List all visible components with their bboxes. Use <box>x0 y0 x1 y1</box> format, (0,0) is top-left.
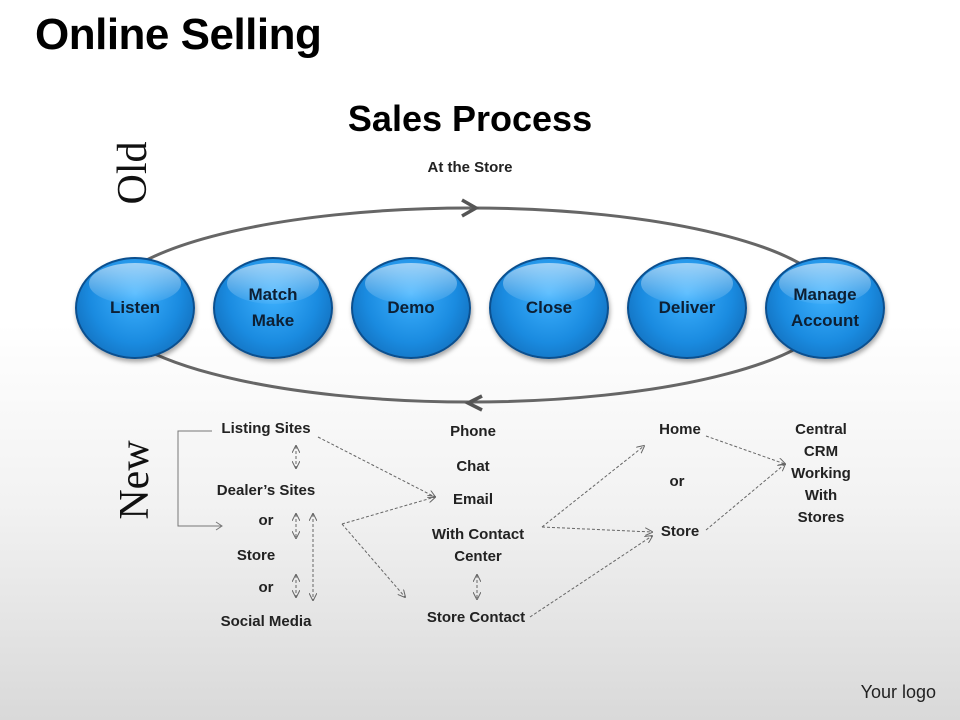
with-contact-label: With Contact <box>431 526 525 543</box>
logo-placeholder: Your logo <box>860 682 936 702</box>
home-label: Home <box>659 421 701 438</box>
crm-line: Working <box>791 465 851 482</box>
step-demo: Demo <box>351 257 471 359</box>
connector-arrow <box>341 523 405 597</box>
or-label: or <box>258 579 274 596</box>
connector-arrow <box>541 526 652 532</box>
step-label: Deliver <box>658 298 716 317</box>
step-label: Close <box>525 298 573 317</box>
chat-label: Chat <box>456 458 490 475</box>
cycle-arrow-top <box>461 198 480 218</box>
center-label: Center <box>454 548 502 565</box>
social-media-label: Social Media <box>220 613 312 630</box>
connector-arrow <box>529 536 652 618</box>
email-label: Email <box>452 491 494 508</box>
step-manage-account: Manage Account <box>765 257 885 359</box>
step-deliver: Deliver <box>627 257 747 359</box>
step-listen: Listen <box>75 257 195 359</box>
or-label: or <box>669 473 685 490</box>
connector-arrow <box>317 436 435 497</box>
store-contact-label: Store Contact <box>426 609 526 626</box>
crm-line: CRM <box>803 443 839 460</box>
connector-arrow <box>341 497 435 525</box>
phone-label: Phone <box>450 423 496 440</box>
crm-line: With <box>804 487 838 504</box>
bracket-arrow <box>215 521 223 531</box>
step-label: Manage Account <box>791 285 859 330</box>
listing-sites-label: Listing Sites <box>221 420 311 437</box>
step-label: Demo <box>387 298 435 317</box>
crm-label: Central CRM Working With Stores <box>771 419 871 529</box>
or-label: or <box>258 512 274 529</box>
connector-arrow <box>705 435 785 464</box>
step-label: Listen <box>109 298 161 317</box>
dealers-sites-label: Dealer’s Sites <box>216 482 316 499</box>
slide-title: Online Selling <box>35 10 322 59</box>
store-label: Store <box>236 547 276 564</box>
crm-line: Central <box>795 421 847 438</box>
left-bracket <box>177 430 222 527</box>
diagram-subtitle: Sales Process <box>347 98 593 139</box>
step-close: Close <box>489 257 609 359</box>
store-label: Store <box>660 523 700 540</box>
at-the-store-label: At the Store <box>427 159 513 176</box>
crm-line: Stores <box>797 509 845 526</box>
cycle-arrow-bottom <box>464 394 483 412</box>
step-match-make: Match Make <box>213 257 333 359</box>
connector-arrow <box>541 446 644 528</box>
step-label: Match Make <box>248 285 298 330</box>
connector-arrow <box>705 464 785 531</box>
